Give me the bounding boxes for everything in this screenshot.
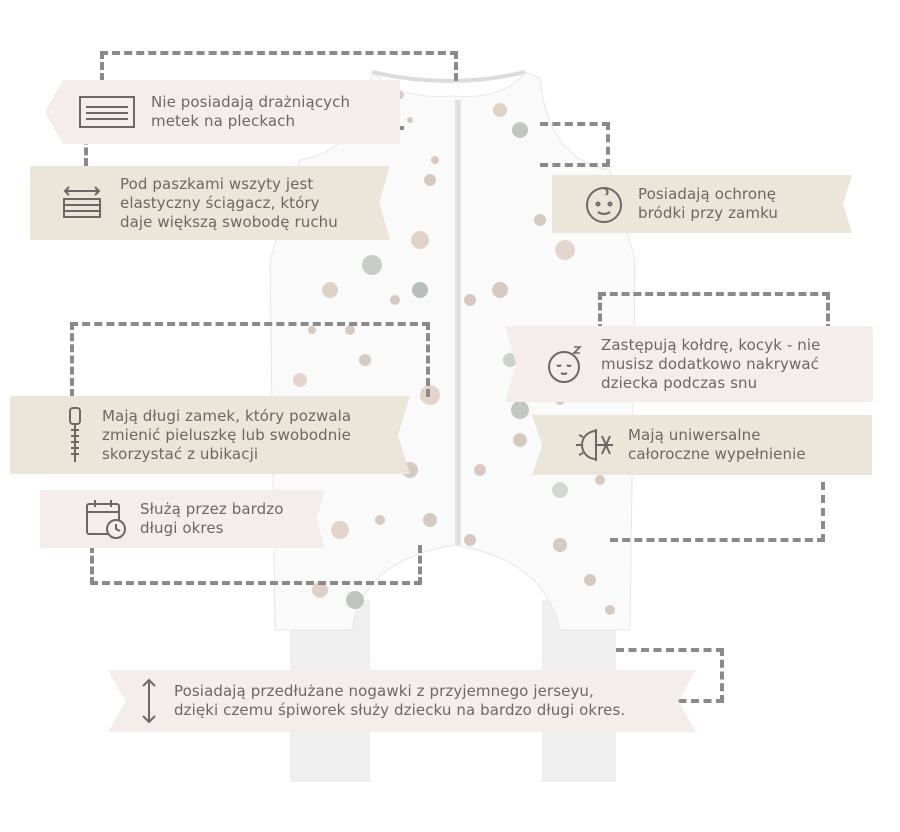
baby-face-icon — [582, 182, 626, 226]
feature-banner-all-season: Mają uniwersalne całoroczne wypełnienie — [532, 415, 872, 475]
feature-text-long-use: Służą przez bardzo długi okres — [140, 500, 284, 537]
feature-banner-replaces-duvet: Zastępują kołdrę, kocyk - nie musisz dod… — [505, 326, 873, 402]
feature-text-all-season: Mają uniwersalne całoroczne wypełnienie — [628, 426, 806, 463]
feature-text-long-zipper: Mają długi zamek, który pozwala zmienić … — [102, 406, 352, 463]
dashed-frame-1 — [100, 51, 458, 81]
feature-text-replaces-duvet: Zastępują kołdrę, kocyk - nie musisz dod… — [601, 335, 821, 392]
feature-text-no-tags: Nie posiadają drażniących metek na pleck… — [151, 93, 351, 130]
feature-text-extended-legs: Posiadają przedłużane nogawki z przyjemn… — [174, 682, 626, 719]
dashed-frame-5 — [70, 322, 430, 397]
feature-banner-elastic: Pod paszkami wszyty jest elastyczny ścią… — [30, 166, 390, 240]
sleeping-baby-icon — [543, 342, 587, 386]
feature-banner-extended-legs: Posiadają przedłużane nogawki z przyjemn… — [108, 670, 696, 732]
dashed-frame-6 — [90, 545, 422, 585]
floral-print — [293, 91, 615, 615]
feature-text-chin-guard: Posiadają ochronę bródki przy zamku — [638, 185, 778, 222]
zipper-icon — [62, 405, 88, 465]
feature-text-elastic: Pod paszkami wszyty jest elastyczny ścią… — [120, 174, 338, 231]
feature-banner-long-zipper: Mają długi zamek, który pozwala zmienić … — [10, 396, 410, 474]
sun-snowflake-icon — [574, 425, 618, 465]
elastic-stretch-icon — [60, 183, 104, 223]
dashed-frame-4 — [598, 292, 830, 332]
feature-banner-long-use: Służą przez bardzo długi okres — [40, 490, 325, 548]
label-tag-icon — [77, 94, 137, 130]
dashed-frame-3 — [540, 122, 610, 167]
vertical-arrows-icon — [138, 676, 160, 726]
feature-banner-chin-guard: Posiadają ochronę bródki przy zamku — [552, 175, 852, 233]
dashed-frame-7 — [610, 482, 825, 542]
calendar-clock-icon — [84, 497, 128, 541]
feature-banner-no-tags: Nie posiadają drażniących metek na pleck… — [45, 80, 400, 144]
